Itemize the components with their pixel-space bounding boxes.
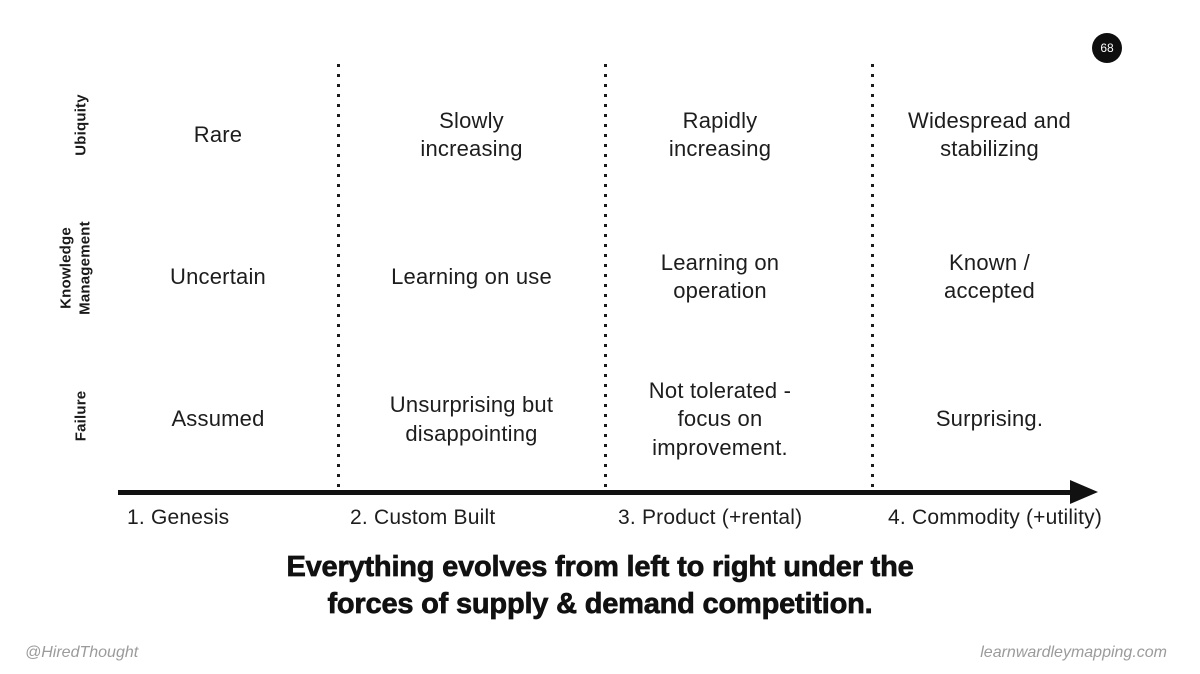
cell-knowledge-product: Learning on operation	[660, 249, 780, 303]
stage-label-genesis: 1. Genesis	[127, 506, 230, 529]
evolution-axis-line	[118, 490, 1072, 495]
cell-ubiquity-genesis: Rare	[193, 121, 243, 147]
cell-failure-genesis: Assumed	[171, 406, 265, 432]
cell-ubiquity-custom: Slowly increasing	[420, 107, 523, 161]
slide-caption: Everything evolves from left to right un…	[286, 551, 914, 620]
cell-knowledge-commodity: Known / accepted	[944, 249, 1035, 303]
cell-knowledge-genesis: Uncertain	[170, 263, 266, 289]
column-separator-3	[871, 64, 874, 491]
stage-label-custom: 2. Custom Built	[350, 506, 496, 529]
evolution-axis-arrowhead-icon	[1070, 480, 1098, 504]
footer-site-credit: learnwardleymapping.com	[980, 644, 1167, 661]
cell-failure-custom: Unsurprising but disappointing	[389, 392, 554, 446]
column-separator-2	[604, 64, 607, 491]
stage-label-commodity: 4. Commodity (+utility)	[888, 506, 1103, 529]
page-number-badge: 68	[1092, 33, 1122, 63]
column-separator-1	[337, 64, 340, 491]
cell-failure-commodity: Surprising.	[935, 406, 1044, 432]
row-label-failure: Failure	[72, 390, 90, 442]
stage-label-product: 3. Product (+rental)	[618, 506, 803, 529]
cell-ubiquity-product: Rapidly increasing	[668, 107, 772, 161]
row-label-ubiquity: Ubiquity	[72, 94, 90, 156]
row-label-knowledge-management: Knowledge Management	[57, 221, 93, 315]
cell-ubiquity-commodity: Widespread and stabilizing	[907, 107, 1071, 161]
cell-knowledge-custom: Learning on use	[391, 263, 552, 289]
cell-failure-product: Not tolerated - focus on improvement.	[648, 378, 792, 460]
footer-author-handle: @HiredThought	[25, 644, 139, 661]
